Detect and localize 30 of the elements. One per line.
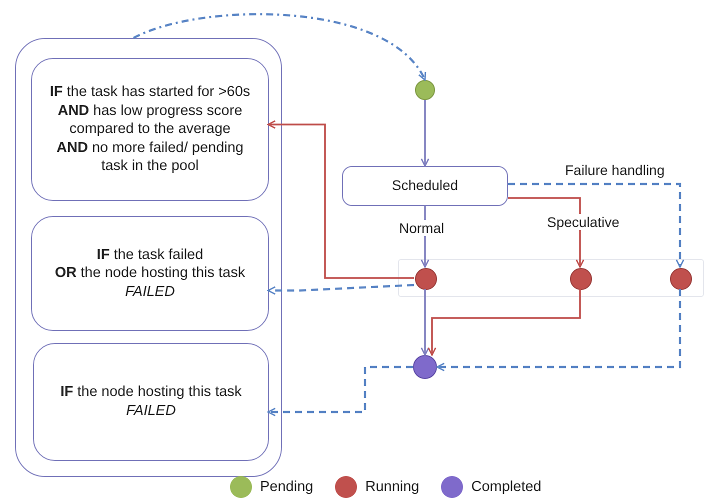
rule-text: IF the task failed — [96, 246, 204, 264]
rule-text: IF the node hosting this task FAILED — [59, 383, 243, 421]
arrow — [267, 284, 414, 295]
state-circle — [415, 268, 437, 290]
arrow — [420, 289, 430, 356]
state-circle — [570, 268, 592, 290]
edge-label: Speculative — [545, 214, 622, 230]
rule-text: OR the node hosting this task FAILED — [54, 264, 246, 302]
arrow — [508, 182, 684, 268]
arrow — [420, 100, 430, 167]
legend-label: Running — [365, 479, 420, 495]
arrow — [436, 289, 682, 372]
state-circle — [413, 355, 437, 379]
edge-label: Normal — [397, 220, 446, 236]
rule-text: AND no more failed/ pending task in the pool — [56, 138, 244, 176]
arrow — [508, 197, 584, 268]
state-circle — [670, 268, 692, 290]
arrow — [133, 13, 426, 81]
state-label: Scheduled — [392, 177, 458, 195]
legend-label: Completed — [471, 479, 542, 495]
arrow — [428, 289, 581, 356]
edge-label: Failure handling — [563, 162, 667, 178]
state-band — [398, 259, 704, 297]
legend-label: Pending — [260, 479, 314, 495]
state-box — [342, 166, 508, 206]
arrow — [267, 120, 414, 279]
rule-text: IF the task has started for >60s — [50, 83, 250, 102]
rules-container — [15, 38, 282, 477]
arrow — [267, 366, 413, 416]
state-circle — [415, 80, 435, 100]
